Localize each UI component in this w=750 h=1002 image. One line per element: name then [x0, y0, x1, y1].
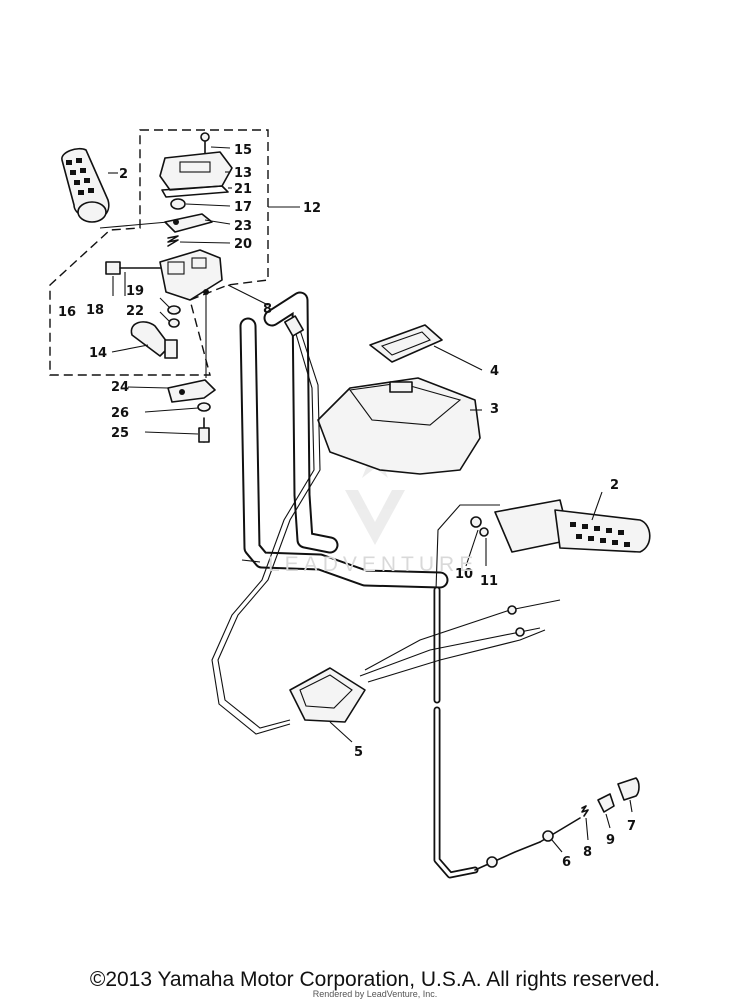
callout-8-top: 8: [263, 302, 272, 317]
handlebar: [239, 291, 449, 589]
callout-13: 13: [234, 166, 252, 181]
callout-15: 15: [234, 143, 252, 158]
callout-8-bottom: 8: [583, 845, 592, 860]
callout-23: 23: [234, 219, 252, 234]
switch-assembly: [105, 132, 269, 443]
callout-9: 9: [606, 833, 615, 848]
callout-11: 11: [480, 574, 498, 589]
rendered-by-credit: Rendered by LeadVenture, Inc.: [312, 989, 438, 999]
callout-19: 19: [126, 284, 144, 299]
callout-2-right: 2: [610, 478, 619, 493]
left-grip: [61, 147, 169, 229]
callout-14: 14: [89, 346, 107, 361]
callout-25: 25: [111, 426, 129, 441]
callout-20: 20: [234, 237, 252, 252]
copyright-notice: ©2013 Yamaha Motor Corporation, U.S.A. A…: [89, 968, 661, 991]
callout-16: 16: [58, 305, 76, 320]
callout-2-left: 2: [119, 167, 128, 182]
handlebar-pad: [369, 324, 483, 371]
callout-6: 6: [562, 855, 571, 870]
callout-4: 4: [490, 364, 499, 379]
choke-switch: [289, 599, 561, 743]
callout-3: 3: [490, 402, 499, 417]
callout-labels: 15 13 21 2 17 12 23 20 16 18 19 22 8 14 …: [58, 143, 636, 870]
callout-7: 7: [627, 819, 636, 834]
throttle-cable-parts: [539, 777, 640, 853]
callout-12: 12: [303, 201, 321, 216]
handlebar-cover: [317, 377, 482, 475]
assembly-boundary-dashed: [49, 129, 269, 376]
callout-10: 10: [455, 567, 473, 582]
callout-24: 24: [111, 380, 129, 395]
throttle-cable: [433, 504, 541, 879]
callout-21: 21: [234, 182, 252, 197]
callout-17: 17: [234, 200, 252, 215]
callout-18: 18: [86, 303, 104, 318]
left-cable: [211, 315, 321, 735]
callout-26: 26: [111, 406, 129, 421]
callout-22: 22: [126, 304, 144, 319]
callout-5: 5: [354, 745, 363, 760]
right-grip: [465, 491, 651, 567]
watermark-text: LEADVENTURE: [268, 553, 479, 576]
